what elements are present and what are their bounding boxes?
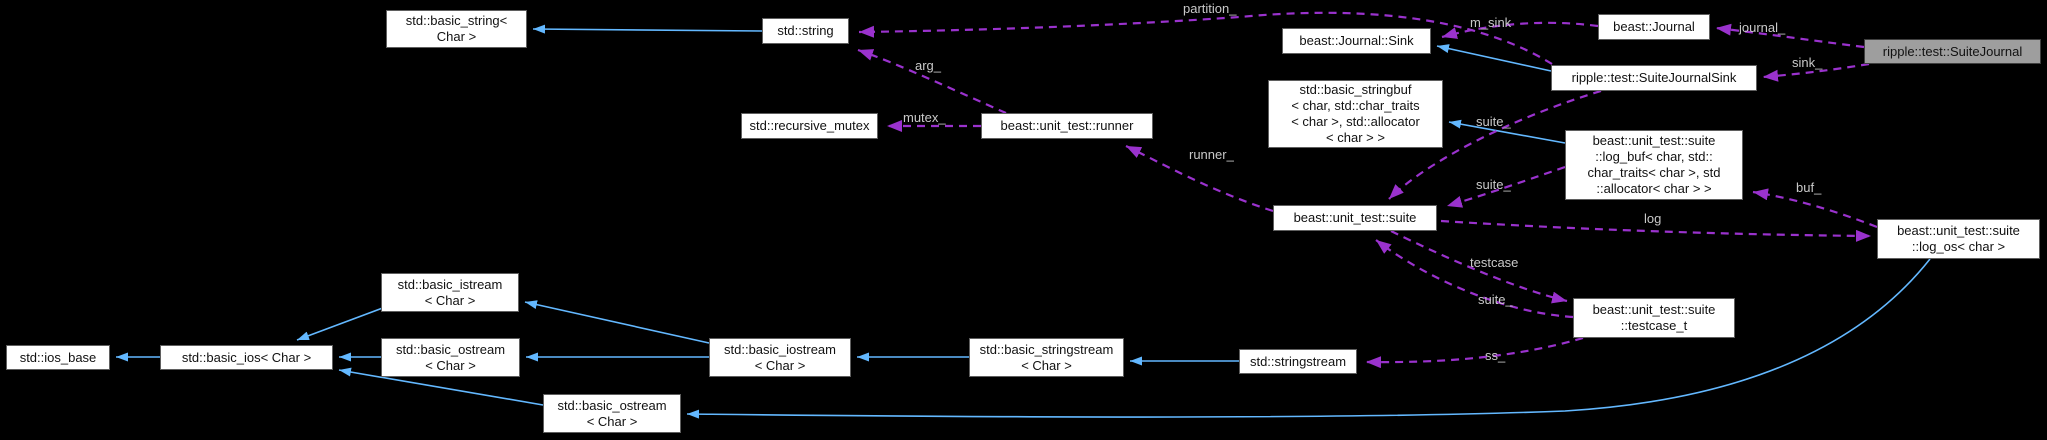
node-suite_journal_sink[interactable]: ripple::test::SuiteJournalSink — [1551, 65, 1757, 91]
edge-runner-to-string — [857, 48, 1007, 115]
node-basic_istream-label-line: std::basic_istream — [397, 276, 503, 292]
node-log_buf-label-line: char_traits< char >, std — [1587, 165, 1721, 180]
edge-suite_journal_sink-to-journal_sink — [1436, 44, 1552, 72]
node-string[interactable]: std::string — [762, 18, 849, 44]
node-stringbuf[interactable]: std::basic_stringbuf< char, std::char_tr… — [1268, 80, 1443, 148]
node-basic_string[interactable]: std::basic_string<Char > — [386, 10, 527, 48]
edge-basic_iostream-to-basic_istream — [524, 300, 710, 344]
edge-log_buf-to-suite — [1446, 165, 1566, 208]
node-runner-label-line: beast::unit_test::runner — [1000, 118, 1134, 133]
edge-label-sink: sink_ — [1792, 55, 1823, 70]
edge-label-mutex: mutex_ — [903, 110, 946, 125]
edge-label-arg: arg_ — [915, 58, 942, 73]
node-suite[interactable]: beast::unit_test::suite — [1273, 205, 1437, 231]
edge-log_os-to-basic_ostream_bottom — [686, 258, 1931, 419]
edge-label-m_sink: m_sink — [1470, 15, 1512, 30]
node-string-label-line: std::string — [777, 23, 834, 38]
edge-suite_journal-to-journal — [1715, 23, 1865, 49]
node-stringbuf-label-line: < char >, std::allocator — [1291, 114, 1420, 129]
edge-label-ss: ss_ — [1485, 348, 1506, 363]
edge-journal-to-journal_sink — [1441, 21, 1599, 39]
node-basic_stringstream-label-line: < Char > — [1021, 357, 1072, 373]
node-basic_stringstream-label-line: std::basic_stringstream — [979, 341, 1114, 357]
node-recursive_mutex-label-line: std::recursive_mutex — [749, 118, 870, 133]
edge-basic_istream-to-basic_ios — [296, 305, 389, 341]
edge-label-buf: buf_ — [1796, 180, 1822, 195]
node-suite_journal_sink-label-line: ripple::test::SuiteJournalSink — [1571, 70, 1737, 85]
node-testcase_t[interactable]: beast::unit_test::suite::testcase_t — [1573, 298, 1735, 338]
node-basic_istream[interactable]: std::basic_istream< Char > — [381, 273, 519, 312]
node-basic_ios[interactable]: std::basic_ios< Char > — [160, 345, 333, 370]
edge-label-log: log — [1644, 211, 1662, 226]
edge-basic_ostream_bottom-to-basic_ios — [338, 367, 544, 406]
node-log_buf-label-line: ::allocator< char > > — [1596, 181, 1712, 196]
node-basic_ostream_bottom-label-line: std::basic_ostream — [557, 397, 667, 413]
node-basic_ios-label-line: std::basic_ios< Char > — [181, 349, 312, 365]
edge-label-journal: journal_ — [1739, 20, 1786, 35]
edge-string-to-basic_string — [532, 24, 763, 34]
node-basic_ostream_bottom[interactable]: std::basic_ostream< Char > — [543, 394, 681, 433]
node-basic_stringstream[interactable]: std::basic_stringstream< Char > — [969, 338, 1124, 377]
edge-suite_journal_sink-to-string — [858, 11, 1553, 65]
node-journal_sink[interactable]: beast::Journal::Sink — [1282, 28, 1431, 54]
edge-log_buf-to-stringbuf — [1448, 119, 1566, 144]
node-testcase_t-label-line: ::testcase_t — [1620, 318, 1688, 333]
node-basic_string-label-line: std::basic_string< — [405, 13, 508, 28]
node-stringbuf-label-line: std::basic_stringbuf — [1299, 82, 1412, 97]
node-stringstream[interactable]: std::stringstream — [1239, 349, 1357, 374]
node-log_buf-label-line: ::log_buf< char, std:: — [1595, 149, 1713, 164]
node-journal_sink-label-line: beast::Journal::Sink — [1299, 33, 1414, 48]
node-stringbuf-label-line: < char > > — [1326, 130, 1385, 145]
node-runner[interactable]: beast::unit_test::runner — [981, 113, 1153, 139]
node-log_buf-label-line: beast::unit_test::suite — [1592, 133, 1716, 148]
node-basic_iostream[interactable]: std::basic_iostream< Char > — [709, 338, 851, 377]
node-basic_ostream_mid[interactable]: std::basic_ostream< Char > — [381, 338, 520, 377]
node-suite_journal-label-line: ripple::test::SuiteJournal — [1882, 43, 2023, 59]
node-basic_string-label-line: Char > — [436, 29, 477, 44]
node-log_buf[interactable]: beast::unit_test::suite::log_buf< char, … — [1565, 130, 1743, 200]
node-suite-label-line: beast::unit_test::suite — [1293, 210, 1417, 225]
edge-log_os-to-log_buf — [1752, 188, 1878, 229]
edge-suite-to-log_os — [1440, 219, 1872, 242]
edge-testcase_t-to-suite — [1375, 239, 1574, 319]
edge-label-suite: suite_ — [1476, 177, 1511, 192]
node-basic_istream-label-line: < Char > — [424, 292, 476, 308]
node-recursive_mutex[interactable]: std::recursive_mutex — [741, 113, 878, 139]
node-basic_iostream-label-line: std::basic_iostream — [724, 341, 836, 357]
node-log_os-label-line: ::log_os< char > — [1911, 239, 2006, 254]
edge-suite-to-runner — [1125, 145, 1274, 213]
edge-testcase_t-to-stringstream — [1365, 336, 1584, 369]
edge-label-partition: partition_ — [1183, 1, 1237, 16]
node-ios_base-label-line: std::ios_base — [19, 349, 97, 365]
edge-label-suite: suite_ — [1478, 292, 1513, 307]
node-basic_ostream_mid-label-line: < Char > — [425, 357, 476, 373]
node-log_os-label-line: beast::unit_test::suite — [1897, 223, 2020, 238]
edge-label-testcase: testcase — [1470, 255, 1519, 270]
node-journal[interactable]: beast::Journal — [1598, 14, 1710, 40]
edge-label-runner: runner_ — [1189, 147, 1234, 162]
edge-label-suite: suite_ — [1476, 114, 1511, 129]
node-ios_base[interactable]: std::ios_base — [6, 345, 110, 370]
node-basic_ostream_bottom-label-line: < Char > — [586, 413, 638, 429]
node-log_os[interactable]: beast::unit_test::suite::log_os< char > — [1877, 219, 2040, 259]
node-testcase_t-label-line: beast::unit_test::suite — [1592, 302, 1716, 317]
node-stringstream-label-line: std::stringstream — [1249, 353, 1347, 369]
node-basic_ostream_mid-label-line: std::basic_ostream — [395, 341, 506, 357]
node-journal-label-line: beast::Journal — [1613, 19, 1695, 34]
node-suite_journal[interactable]: ripple::test::SuiteJournal — [1864, 39, 2041, 64]
node-basic_iostream-label-line: < Char > — [754, 357, 806, 373]
edge-suite-to-testcase_t — [1390, 230, 1568, 304]
node-stringbuf-label-line: < char, std::char_traits — [1291, 98, 1420, 113]
